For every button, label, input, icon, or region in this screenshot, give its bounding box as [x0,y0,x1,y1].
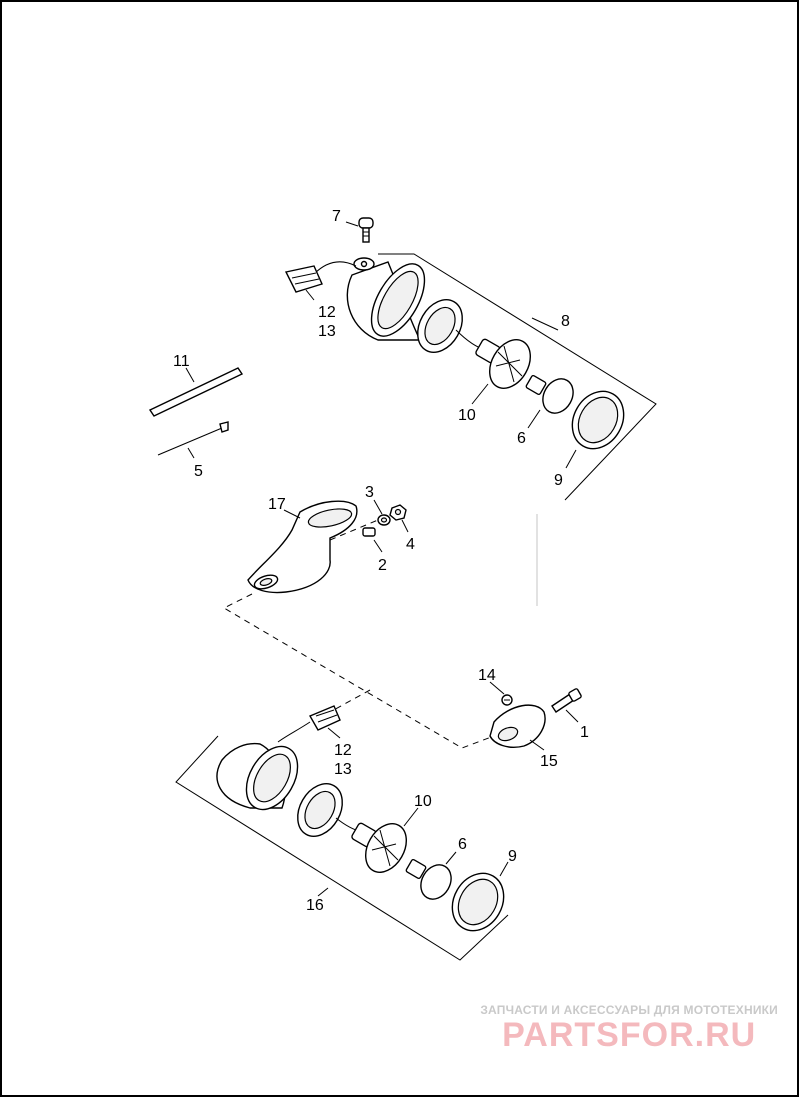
callout-15: 15 [540,753,558,770]
connector-upper [284,261,357,293]
callout-6-lower: 6 [458,836,467,853]
callout-9-upper: 9 [554,472,563,489]
callout-13-lower: 13 [334,761,352,778]
leader-lines [185,221,579,897]
watermark-caption: ЗАПЧАСТИ И АКСЕССУАРЫ ДЛЯ МОТОТЕХНИКИ [480,1003,778,1017]
callout-5: 5 [194,463,203,480]
screw-1 [551,688,582,713]
callout-1: 1 [580,724,589,741]
callout-12-upper: 12 [318,304,336,321]
socket-10-lower [335,817,407,873]
callout-9-lower: 9 [508,848,517,865]
callout-2: 2 [378,557,387,574]
callout-14: 14 [478,667,496,684]
callout-17: 17 [268,496,286,513]
site-watermark: ЗАПЧАСТИ И АКСЕССУАРЫ ДЛЯ МОТОТЕХНИКИ PA… [480,1003,778,1053]
screw-2 [362,527,376,537]
callout-16: 16 [306,897,324,914]
callout-10-upper: 10 [458,407,476,424]
connector-lower [277,705,341,743]
group-16-bracket [175,735,509,961]
housing-lower [216,742,299,811]
dashed-link-upper [222,593,495,749]
callout-7: 7 [332,208,341,225]
screw-14 [501,694,513,706]
screw-7 [358,217,374,243]
washer-3 [377,514,391,526]
pivot-15 [489,704,546,748]
gasket-upper [417,299,463,353]
housing-upper [346,257,426,341]
callout-11: 11 [173,353,190,370]
callout-6-upper: 6 [517,430,526,447]
rod-11 [148,367,244,417]
cable-tie-5 [157,421,229,456]
callout-3: 3 [365,484,374,501]
bulb-6-lower [405,858,452,900]
nut-4 [389,504,407,521]
watermark-brand-logo: PARTSFOR.RU [502,1016,757,1054]
gasket-lower [297,783,343,837]
callout-8: 8 [561,313,570,330]
lens-9-upper [571,390,625,450]
callout-13-upper: 13 [318,323,336,340]
dashed-link-lower [329,689,371,713]
bolt-axis-line [329,519,379,541]
socket-10-upper [455,329,531,389]
callout-4: 4 [406,536,415,553]
lens-9-lower [451,872,505,932]
group-8-bracket [378,253,657,501]
mount-bracket-17 [247,500,358,594]
bulb-6-upper [525,374,574,414]
callout-10-lower: 10 [414,793,432,810]
callout-12-lower: 12 [334,742,352,759]
